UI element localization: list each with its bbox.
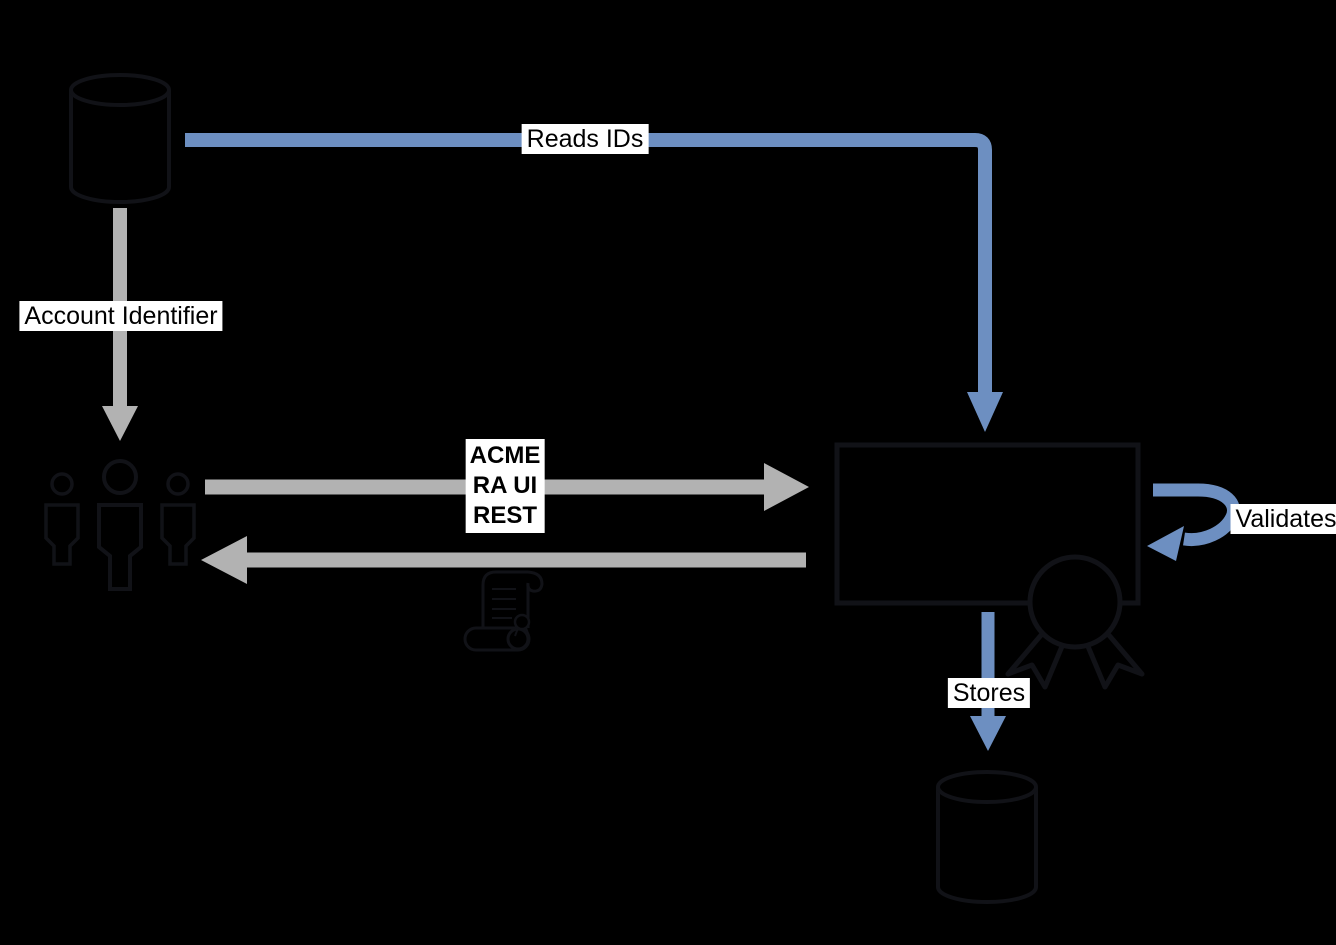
database-cylinder-icon-bottom [936,770,1038,904]
response-arrowhead [201,536,247,584]
acme-ra-ui-rest-label: ACME RA UI REST [465,439,545,533]
users-group-icon [44,459,196,591]
account-identifier-arrowhead [102,406,138,441]
response-arrow [201,536,806,584]
stores-label: Stores [947,678,1031,708]
acme-label-line-1: ACME [469,442,541,469]
award-ribbon-icon [1005,554,1145,690]
account-identifier-label: Account Identifier [19,301,223,331]
validates-arrowhead [1147,526,1184,561]
request-arrowhead [764,463,809,511]
validates-loop-arrow [1147,483,1240,561]
validates-label: Validates [1230,504,1336,534]
reads-ids-arrow [185,133,1003,432]
acme-label-line-3: REST [472,502,538,529]
database-cylinder-icon [69,73,171,204]
stores-arrowhead [970,716,1006,751]
reads-ids-label: Reads IDs [521,124,649,154]
reads-ids-arrowhead [967,392,1003,432]
acme-label-line-2: RA UI [472,472,538,499]
certificate-scroll-icon [463,570,544,652]
